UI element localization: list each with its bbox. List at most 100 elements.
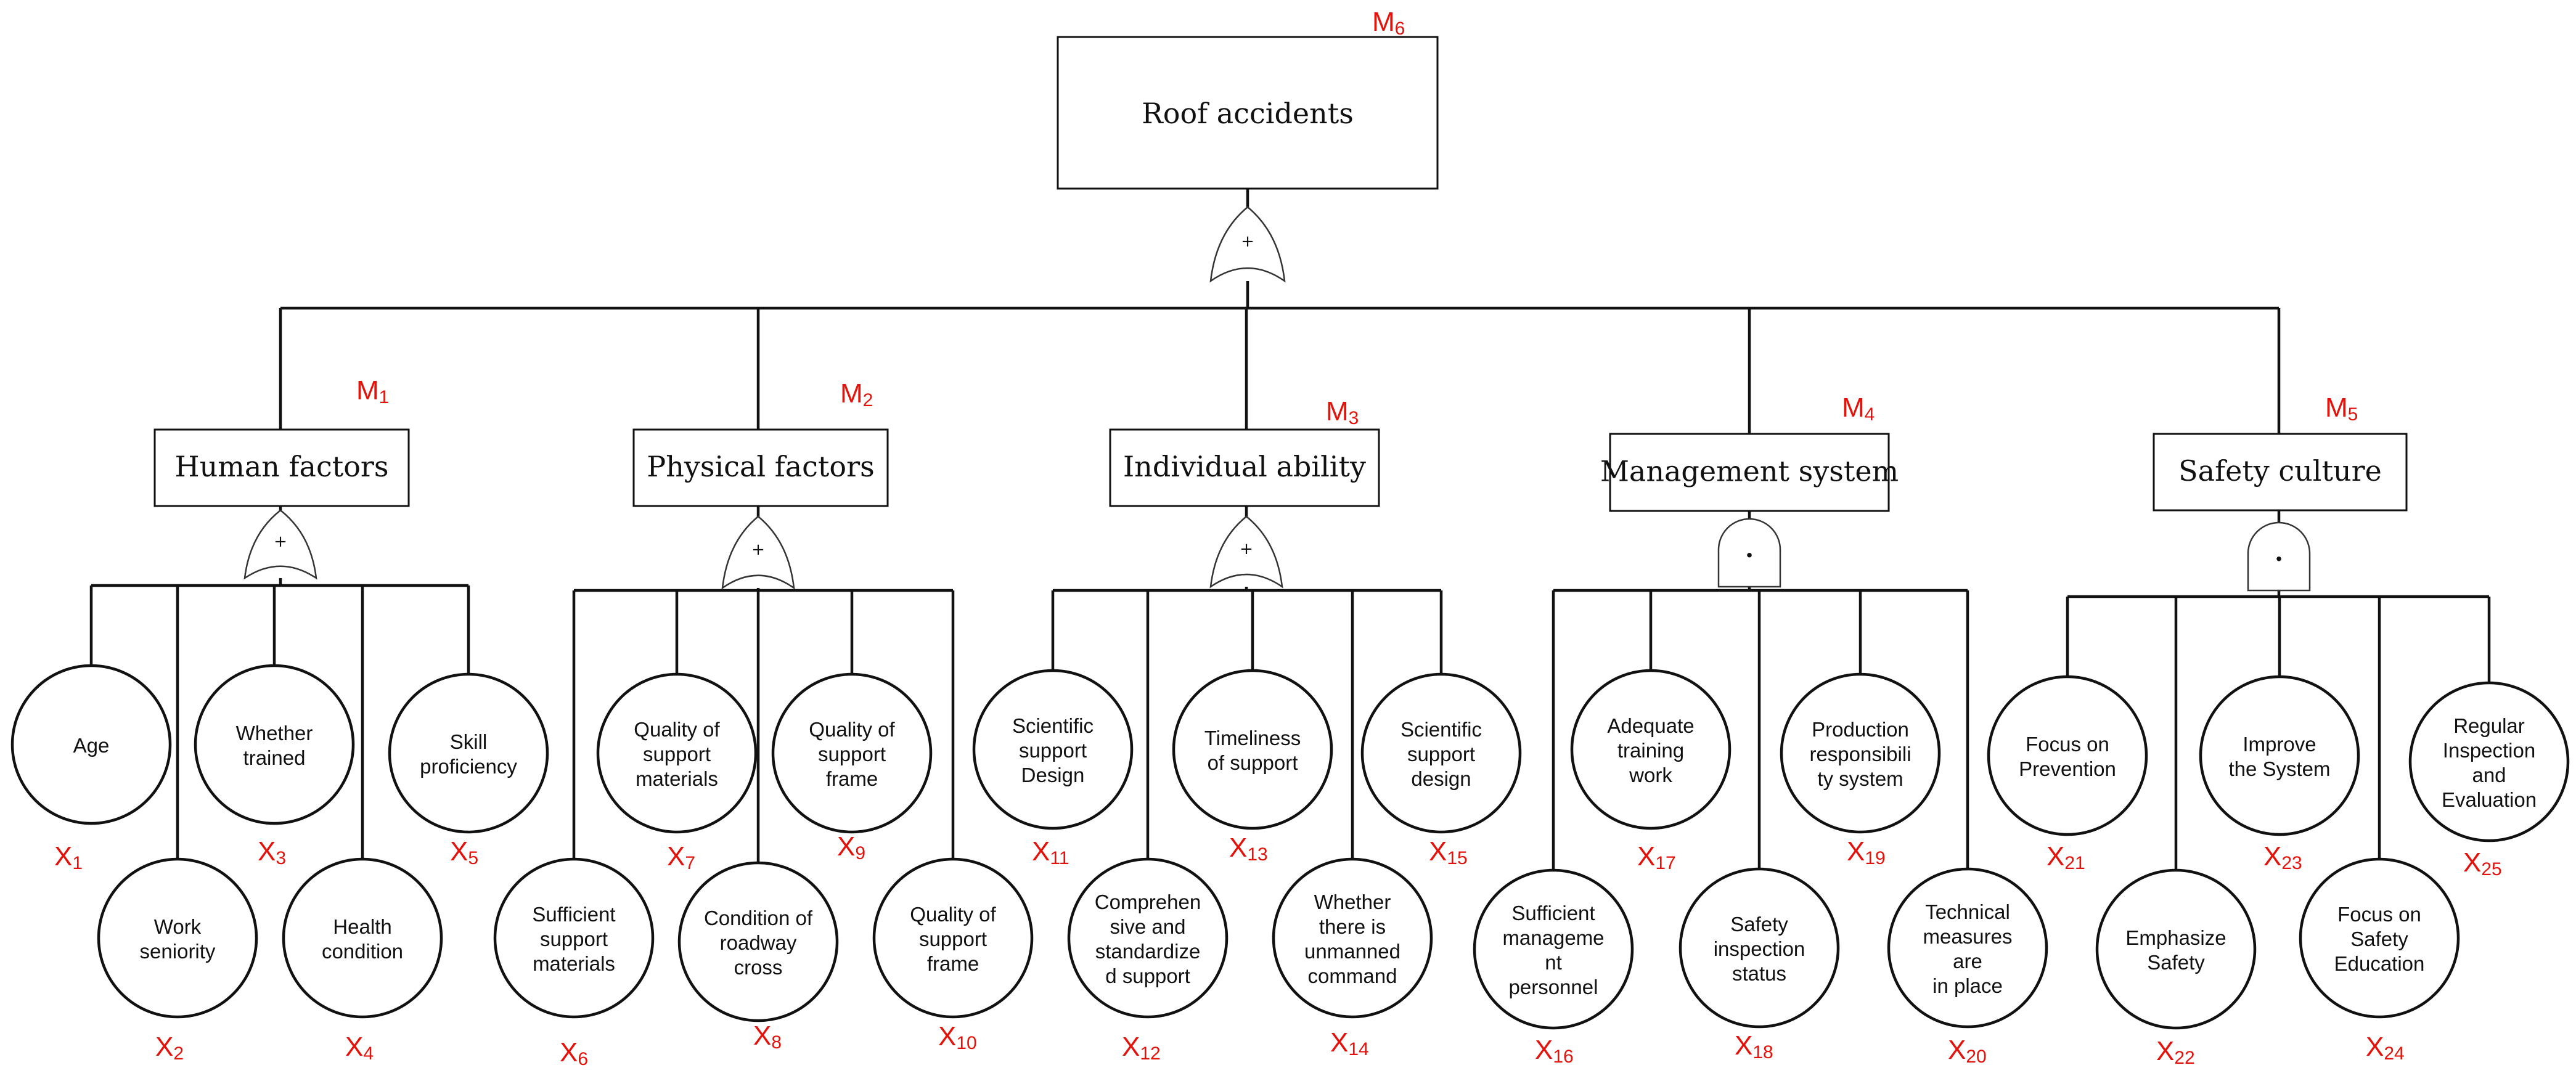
label-line: design	[1411, 767, 1471, 790]
label-line: Focus on	[2337, 903, 2421, 926]
label-line: in place	[1932, 974, 2003, 997]
label-line: Production	[1812, 718, 1909, 741]
basic-event-circle	[493, 857, 655, 1019]
label-line: Regular	[2453, 714, 2525, 737]
basic-event-tag: X5	[450, 836, 478, 868]
label-line: support	[643, 743, 711, 765]
label-line: Focus on	[2026, 733, 2109, 756]
label-line: of support	[1208, 751, 1298, 774]
intermediate-event-tag: M1	[356, 375, 389, 407]
tag-subscript: 6	[1395, 18, 1405, 39]
and-gate: •	[1717, 518, 1781, 588]
basic-event-circle	[596, 672, 758, 834]
label-line: unmanned	[1304, 940, 1400, 963]
or-gate-shape	[243, 509, 317, 580]
basic-event-tag: X11	[1032, 836, 1069, 868]
basic-event-circle	[2199, 675, 2360, 836]
intermediate-event-label: Human factors	[174, 450, 388, 483]
label-line: support	[1407, 743, 1475, 765]
top-or-gate: +	[1209, 206, 1286, 283]
label-line: status	[1732, 962, 1786, 985]
label-line: roadway	[720, 931, 797, 954]
label-line: Comprehen	[1095, 891, 1201, 913]
basic-event-tag: X3	[258, 836, 286, 868]
tag-letter: X	[345, 1032, 363, 1062]
label-line: Adequate	[1607, 714, 1694, 737]
tag-letter: X	[450, 836, 468, 867]
label-line: Inspection	[2443, 739, 2535, 762]
intermediate-event-tag: M5	[2325, 393, 2358, 425]
basic-event-circle	[97, 857, 258, 1019]
label-line: Technical	[1925, 900, 2010, 923]
tag-subscript: 14	[1348, 1039, 1368, 1059]
gate-symbol: •	[2274, 551, 2283, 569]
tag-subscript: 17	[1655, 853, 1675, 873]
basic-event-tag: X14	[1330, 1027, 1369, 1059]
label-line: the System	[2228, 757, 2330, 780]
label-line: materials	[533, 952, 615, 975]
tag-letter: M	[1842, 393, 1865, 423]
label-line: work	[1629, 764, 1672, 786]
basic-event-circle	[1473, 868, 1634, 1030]
tag-letter: X	[1229, 833, 1247, 863]
tag-subscript: 4	[1865, 404, 1875, 425]
label-line: training	[1617, 739, 1684, 762]
tag-letter: X	[1948, 1035, 1966, 1065]
label-line: Design	[1021, 764, 1085, 786]
node-label: Age	[73, 734, 110, 757]
and-gate-shape	[1717, 518, 1781, 588]
tag-subscript: 19	[1865, 848, 1885, 868]
label-line: inspection	[1714, 937, 1805, 960]
basic-event-circle	[1272, 857, 1433, 1019]
intermediate-event-label: Individual ability	[1123, 450, 1366, 483]
intermediate-event-tag: M3	[1326, 396, 1359, 428]
intermediate-event-box	[153, 428, 410, 507]
tag-letter: X	[2463, 847, 2481, 878]
label-line: Safety	[2147, 951, 2205, 974]
basic-event-tag: X20	[1948, 1035, 1987, 1067]
label-line: Condition of	[704, 907, 813, 929]
label-line: Evaluation	[2442, 788, 2537, 811]
basic-event-circle	[771, 672, 933, 834]
tag-subscript: 7	[685, 853, 695, 873]
tag-subscript: 9	[855, 843, 865, 863]
tag-letter: X	[1429, 836, 1447, 867]
and-gate: •	[2247, 521, 2311, 592]
tag-letter: X	[560, 1037, 578, 1067]
or-gate: +	[1209, 515, 1283, 589]
tag-letter: X	[258, 836, 276, 867]
basic-event-circle	[282, 857, 443, 1019]
tag-letter: M	[840, 378, 863, 409]
tag-subscript: 18	[1752, 1042, 1773, 1063]
intermediate-event-label: Management system	[1600, 455, 1899, 488]
tag-subscript: 8	[771, 1032, 782, 1053]
tag-subscript: 10	[956, 1033, 976, 1053]
label-line: Education	[2334, 952, 2425, 975]
tag-subscript: 16	[1553, 1046, 1573, 1067]
label-line: Whether	[1314, 891, 1391, 913]
intermediate-event-3: Individual ability M3 +	[1109, 396, 1380, 589]
